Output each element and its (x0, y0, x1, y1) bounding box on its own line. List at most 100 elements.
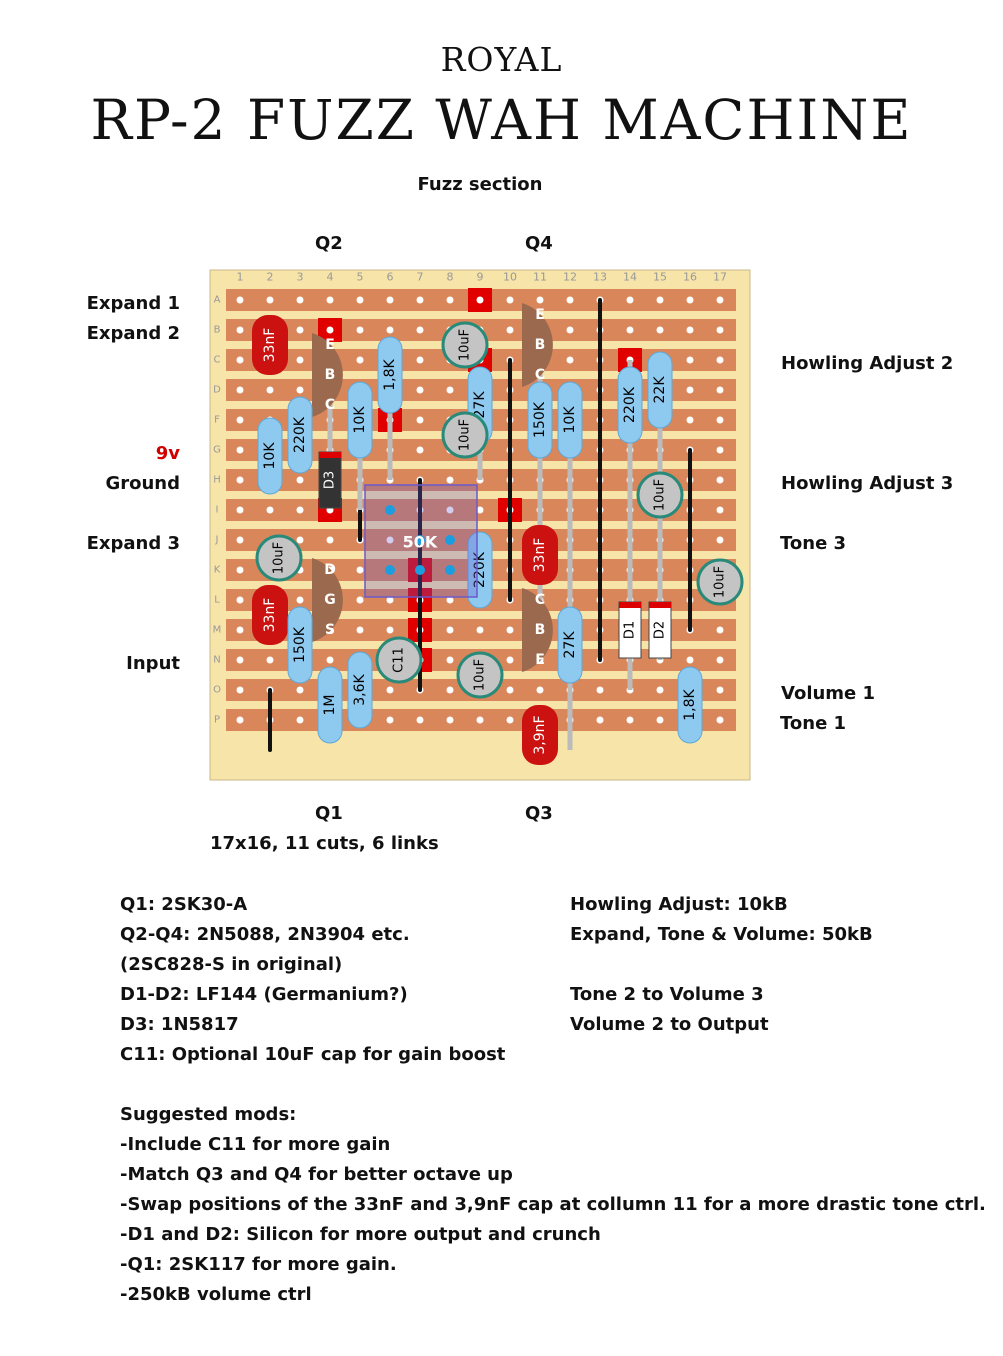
strip-hole (446, 506, 454, 514)
strip-hole (596, 716, 604, 724)
film-capacitor (252, 315, 288, 375)
strip-hole (296, 386, 304, 394)
resistor-label: 10K (262, 442, 278, 470)
strip-hole (266, 506, 274, 514)
note-item: D1-D2: LF144 (Germanium?) (120, 984, 408, 1005)
strip-hole (446, 476, 454, 484)
strip-hole (326, 296, 334, 304)
label-expand-3: Expand 3 (86, 533, 180, 554)
column-number: 13 (593, 271, 607, 284)
transistor-pin-label: E (535, 307, 545, 323)
note-item: D3: 1N5817 (120, 1014, 239, 1035)
row-letter: B (214, 325, 221, 336)
note-item (570, 950, 873, 980)
strip-hole (236, 296, 244, 304)
brand-name: ROYAL (440, 40, 563, 79)
strip-hole (506, 716, 514, 724)
row-letter: A (214, 295, 221, 306)
strip-hole (566, 326, 574, 334)
electrolytic-capacitor-label: 10uF (713, 566, 728, 598)
strip-hole (356, 626, 364, 634)
row-letter: I (216, 505, 219, 516)
strip-hole (236, 506, 244, 514)
strip-hole (506, 296, 514, 304)
strip-hole (506, 326, 514, 334)
note-item: Expand, Tone & Volume: 50kB (570, 924, 873, 945)
strip-hole (386, 626, 394, 634)
strip-hole (476, 506, 484, 514)
resistor-body (377, 336, 403, 414)
column-number: 11 (533, 271, 547, 284)
transistor-pin-label: D (324, 562, 336, 578)
column-number: 5 (357, 271, 364, 284)
strip-hole (266, 296, 274, 304)
strip-hole (716, 536, 724, 544)
strip-hole (236, 446, 244, 454)
resistor-label: 150K (292, 626, 308, 663)
label-ground: Ground (105, 473, 180, 494)
strip-hole (626, 296, 634, 304)
board-info: 17x16, 11 cuts, 6 links (210, 833, 439, 854)
q3-label: Q3 (525, 803, 553, 824)
note-item: Tone 2 to Volume 3 (570, 984, 764, 1005)
strip-hole (716, 446, 724, 454)
strip-hole (596, 686, 604, 694)
mod-item: -Match Q3 and Q4 for better octave up (120, 1164, 513, 1185)
strip-hole (446, 686, 454, 694)
column-number: 12 (563, 271, 577, 284)
strip-hole (716, 296, 724, 304)
film-capacitor-label: 33nF (262, 328, 278, 363)
note-item: Howling Adjust: 10kB (570, 894, 788, 915)
strip-hole (326, 536, 334, 544)
label-volume-1: Volume 1 (781, 683, 876, 704)
strip-hole (356, 356, 364, 364)
label-input: Input (126, 653, 180, 674)
strip-hole (656, 326, 664, 334)
strip-hole (386, 686, 394, 694)
strip-hole (236, 536, 244, 544)
strip-hole (446, 656, 454, 664)
row-letter: G (213, 445, 221, 456)
transistor-pin-label: E (325, 337, 335, 353)
label-howling-adjust-2: Howling Adjust 2 (781, 353, 954, 374)
mods-heading: Suggested mods: (120, 1104, 297, 1125)
row-letter: C (214, 355, 221, 366)
mod-item: -D1 and D2: Silicon for more output and … (120, 1224, 601, 1245)
electrolytic-capacitor-label: 10uF (272, 542, 287, 574)
column-number: 3 (297, 271, 304, 284)
electrolytic-capacitor (441, 411, 489, 459)
resistor-label: 27K (472, 391, 488, 419)
column-number: 4 (327, 271, 334, 284)
strip-hole (266, 386, 274, 394)
strip-hole (416, 416, 424, 424)
pot-pin (415, 535, 425, 545)
strip-hole (236, 356, 244, 364)
strip-hole (716, 356, 724, 364)
strip-hole (236, 656, 244, 664)
label-howling-adjust-3: Howling Adjust 3 (781, 473, 954, 494)
strip-hole (386, 596, 394, 604)
resistor-label: 220K (292, 416, 308, 453)
strip-hole (386, 296, 394, 304)
diode-band (649, 602, 671, 608)
strip-hole (686, 656, 694, 664)
page-title: RP-2 FUZZ WAH MACHINE (90, 88, 913, 152)
transistor-pin-label: C (535, 592, 545, 608)
transistor-pin-label: C (325, 397, 335, 413)
label-expand-1: Expand 1 (86, 293, 180, 314)
strip-hole (356, 296, 364, 304)
electrolytic-capacitor (441, 321, 489, 369)
q4-label: Q4 (525, 233, 553, 254)
resistor-label: 220K (622, 386, 638, 423)
potentiometer-label: 50K (403, 533, 438, 552)
note-item: (2SC828-S in original) (120, 954, 343, 975)
resistor-label: 1M (322, 695, 338, 716)
pot-pin (385, 505, 395, 515)
strip-hole (356, 326, 364, 334)
resistor-label: 150K (532, 401, 548, 438)
column-number: 6 (387, 271, 394, 284)
strip-hole (686, 356, 694, 364)
strip-hole (446, 386, 454, 394)
strip-hole (506, 626, 514, 634)
resistor-body (347, 651, 373, 729)
